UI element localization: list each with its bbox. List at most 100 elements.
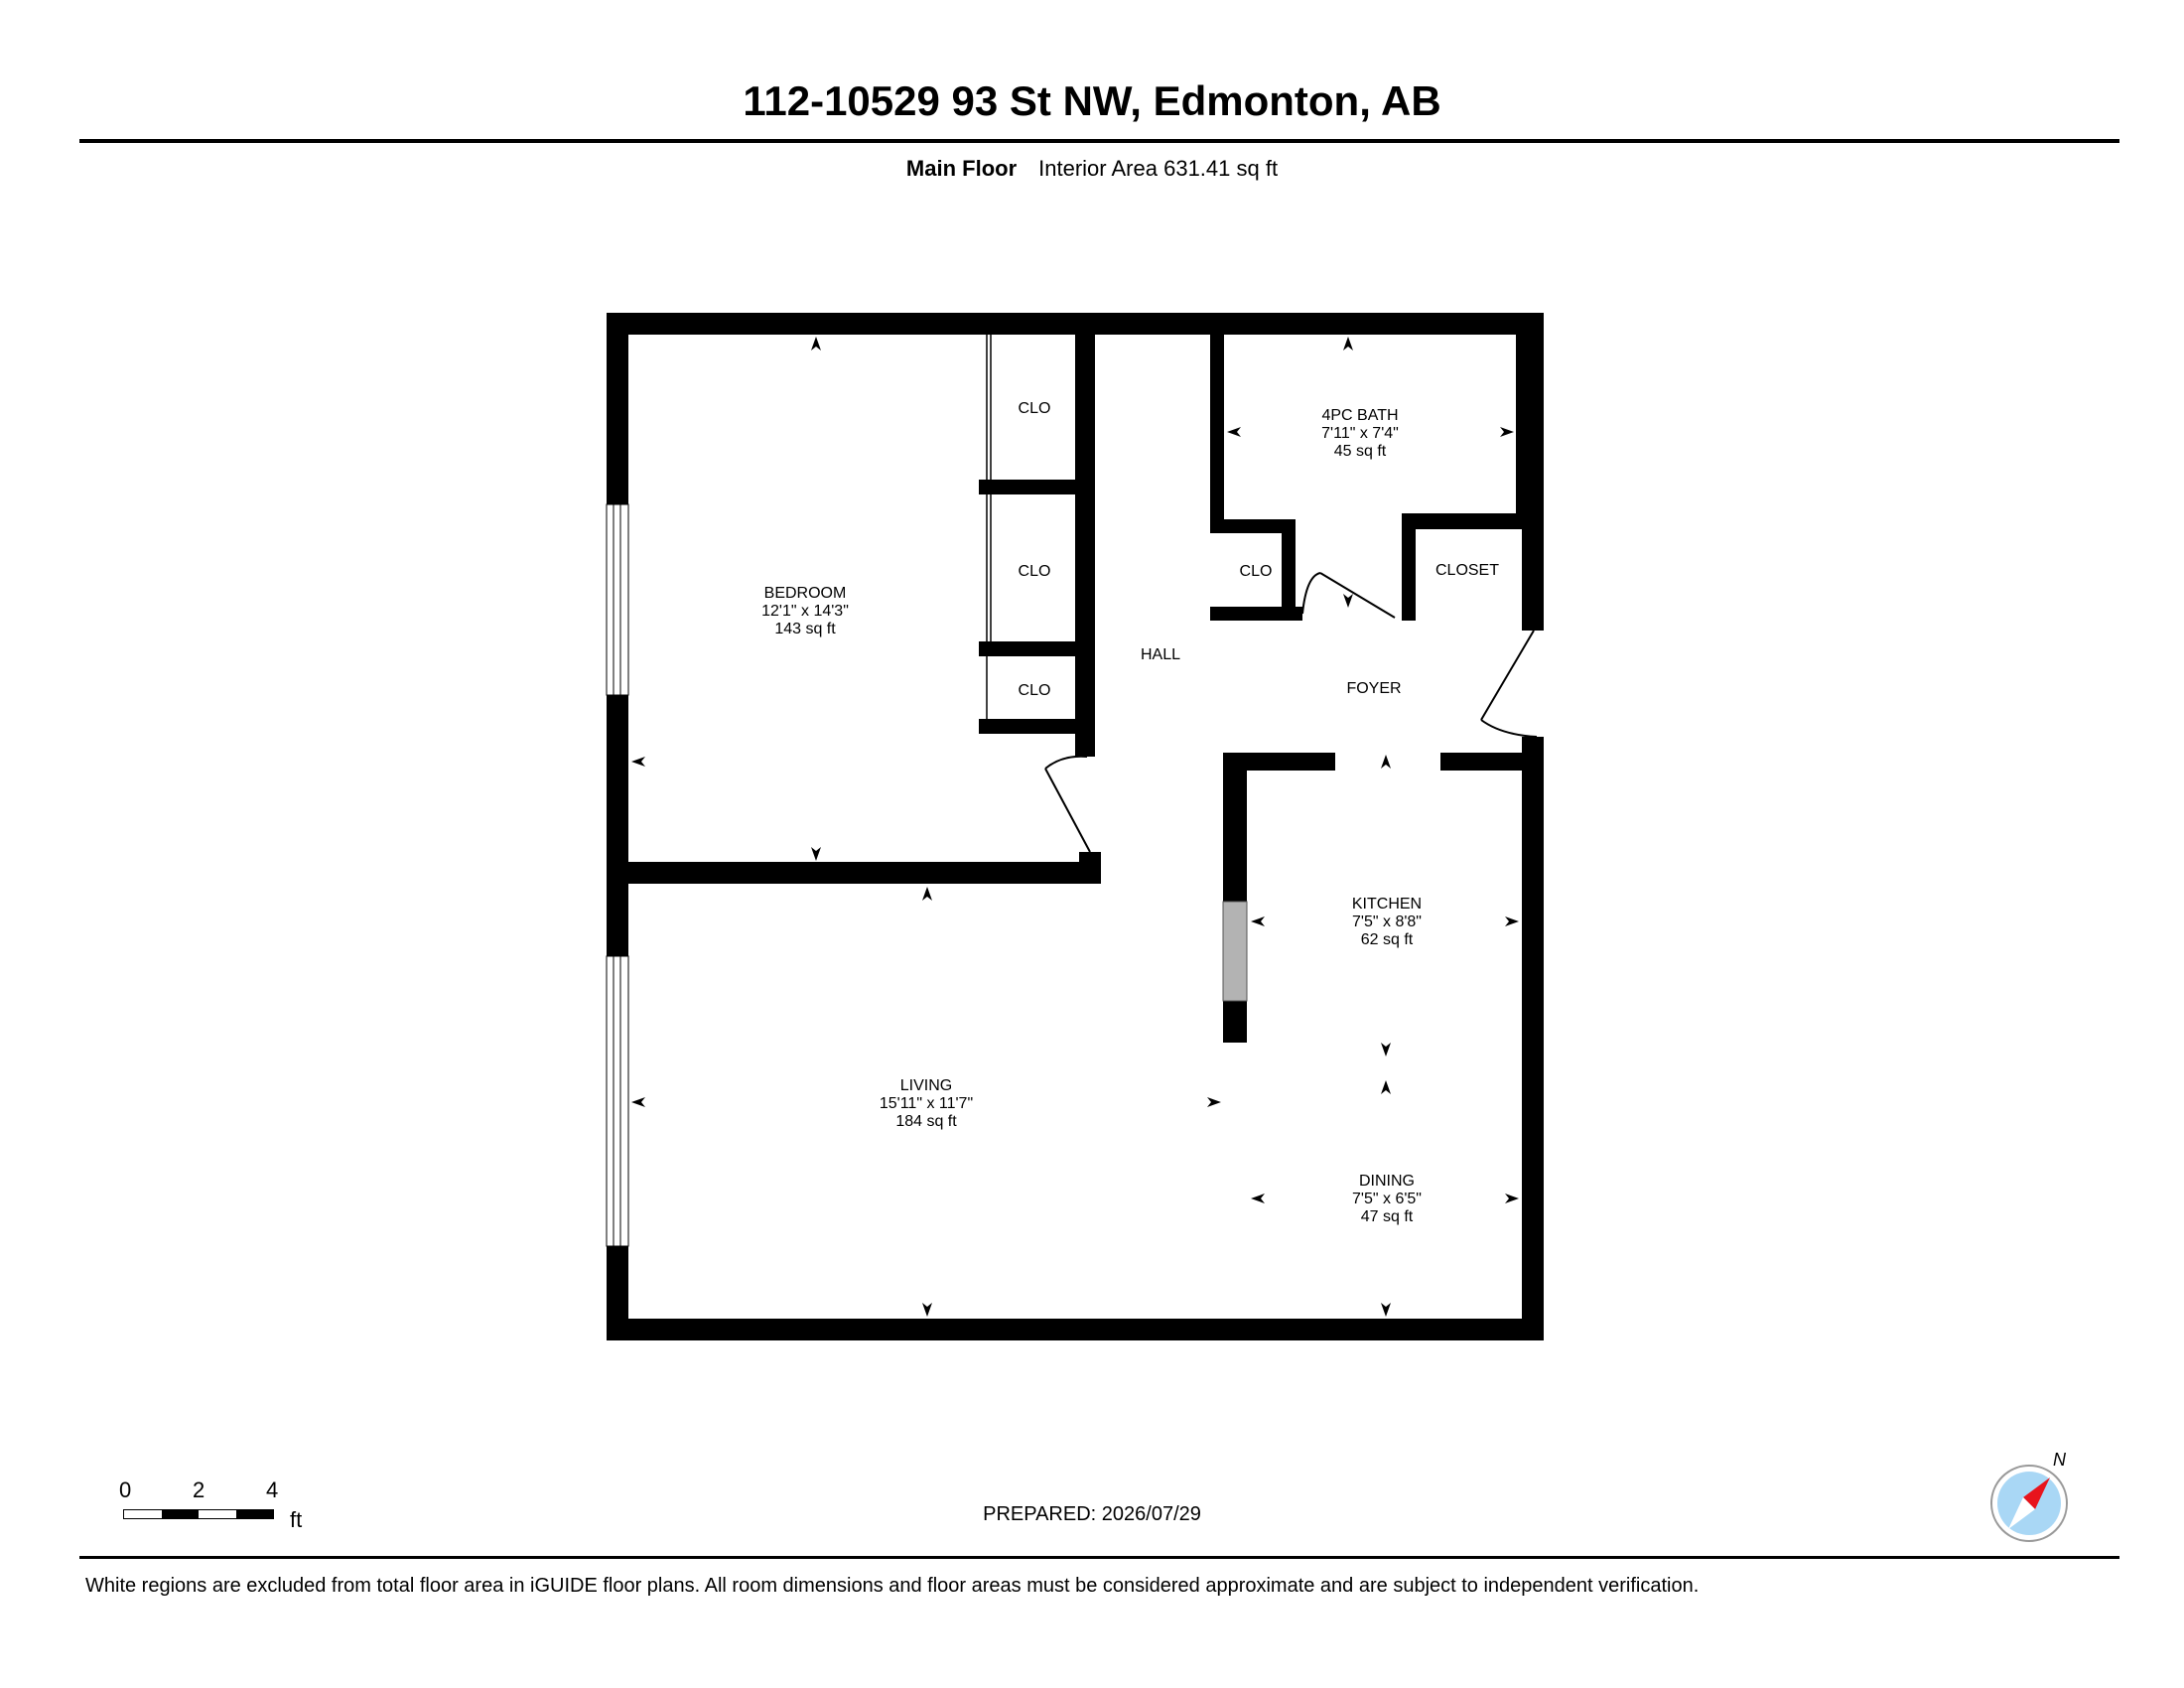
- arrow: [1381, 1303, 1391, 1317]
- door-bath-swing: [1301, 572, 1321, 615]
- room-kitchen-name: KITCHEN: [1352, 896, 1422, 913]
- header-rule: [79, 139, 2119, 143]
- window-bedroom: [606, 503, 629, 696]
- room-closet-name: CLOSET: [1435, 562, 1499, 579]
- scale-tick-2: 2: [193, 1477, 205, 1502]
- windows: [606, 503, 629, 1247]
- door-entry-swing: [1480, 719, 1538, 738]
- scale-tick-0: 0: [119, 1477, 132, 1502]
- room-living-name: LIVING: [900, 1077, 952, 1094]
- floor-summary: Main Floor Interior Area 631.41 sq ft: [0, 156, 2184, 182]
- closet-shelf-3: [979, 719, 1076, 734]
- room-foyer-name: FOYER: [1346, 680, 1401, 697]
- wall-bedroom-living: [628, 862, 1101, 884]
- arrow: [1207, 1097, 1221, 1107]
- room-bath-area: 45 sq ft: [1334, 443, 1387, 460]
- walls: [607, 313, 1544, 1340]
- room-clo-1: CLO: [1019, 400, 1051, 417]
- wall-bath-left: [1210, 335, 1224, 533]
- page-title: 112-10529 93 St NW, Edmonton, AB: [743, 77, 1441, 124]
- arrow: [1381, 755, 1391, 769]
- room-living-area: 184 sq ft: [895, 1113, 957, 1130]
- door-bedroom-swing: [1044, 755, 1088, 770]
- prepared-date: PREPARED: 2026/07/29: [983, 1503, 1201, 1525]
- room-dining-area: 47 sq ft: [1361, 1208, 1414, 1225]
- wall-kitchen-top-right: [1440, 753, 1533, 771]
- room-bedroom-dims: 12'1" x 14'3": [761, 603, 849, 620]
- wall-bedroom-hall: [1075, 335, 1095, 757]
- arrow: [811, 337, 821, 351]
- scale-tick-4: 4: [266, 1477, 279, 1502]
- wall-bath-clo-top: [1210, 519, 1296, 533]
- room-bath-name: 4PC BATH: [1321, 407, 1398, 424]
- arrow: [1505, 1194, 1519, 1203]
- arrow: [1343, 337, 1353, 351]
- scale-bar: [123, 1509, 274, 1519]
- wall-clo-right: [1282, 519, 1296, 621]
- arrow: [1381, 1043, 1391, 1056]
- dimension-arrows: [631, 337, 1519, 1317]
- sliding-closet-doors: [986, 335, 992, 719]
- scale-unit: ft: [290, 1507, 303, 1532]
- scale-segment-3: [199, 1510, 236, 1518]
- room-clo-2: CLO: [1019, 563, 1051, 580]
- scale-bar-legend: 0 2 4 ft: [119, 1477, 318, 1537]
- interior-area: Interior Area 631.41 sq ft: [1038, 156, 1279, 181]
- compass-north-label: N: [2053, 1450, 2067, 1470]
- door-bedroom: [1044, 768, 1091, 853]
- wall-kitchen-top-left: [1223, 753, 1335, 771]
- room-labels: BEDROOM 12'1" x 14'3" 143 sq ft CLO CLO …: [761, 400, 1499, 1225]
- wall-left-lower: [607, 1246, 628, 1340]
- compass-icon: N: [1990, 1450, 2068, 1542]
- scale-segment-2: [161, 1510, 199, 1518]
- room-clo-4: CLO: [1240, 563, 1273, 580]
- arrow: [1251, 1194, 1265, 1203]
- wall-left-middle: [607, 695, 628, 956]
- arrow: [1505, 916, 1519, 926]
- closet-shelf-2: [979, 641, 1076, 656]
- room-living-dims: 15'11" x 11'7": [880, 1095, 973, 1112]
- window-living: [606, 955, 629, 1247]
- wall-bath-bottom: [1402, 513, 1544, 529]
- scale-segment-4: [235, 1510, 273, 1518]
- wall-bottom: [607, 1319, 1544, 1340]
- wall-right-lower: [1522, 737, 1544, 1340]
- arrow: [1343, 594, 1353, 608]
- room-kitchen-dims: 7'5" x 8'8": [1352, 914, 1422, 930]
- room-clo-3: CLO: [1019, 682, 1051, 699]
- arrow: [1381, 1080, 1391, 1094]
- room-dining-dims: 7'5" x 6'5": [1352, 1191, 1422, 1207]
- arrow: [631, 1097, 645, 1107]
- wall-bedroom-door-stub: [1079, 852, 1101, 884]
- disclaimer-text: White regions are excluded from total fl…: [85, 1575, 1700, 1597]
- floor-name: Main Floor: [905, 156, 1018, 181]
- room-kitchen-area: 62 sq ft: [1361, 931, 1414, 948]
- doors: [1044, 572, 1538, 853]
- wall-top: [607, 313, 1544, 335]
- arrow: [922, 1303, 932, 1317]
- kitchen-counter: [1222, 901, 1248, 1002]
- door-entry: [1480, 630, 1535, 721]
- compass-needle-south: [2008, 1497, 2035, 1529]
- arrow: [631, 757, 645, 767]
- arrow: [1500, 427, 1514, 437]
- room-bedroom-area: 143 sq ft: [774, 621, 836, 637]
- arrow: [1227, 427, 1241, 437]
- arrow: [922, 887, 932, 901]
- wall-bath-right: [1516, 335, 1530, 523]
- closet-shelf-1: [979, 480, 1076, 494]
- room-dining-name: DINING: [1359, 1173, 1415, 1190]
- arrow: [811, 847, 821, 861]
- wall-closet-left: [1402, 513, 1416, 621]
- scale-segment-1: [124, 1510, 162, 1518]
- room-hall-name: HALL: [1141, 646, 1180, 663]
- compass-needle-north: [2023, 1477, 2050, 1509]
- room-bedroom-name: BEDROOM: [764, 585, 847, 602]
- room-bath-dims: 7'11" x 7'4": [1321, 425, 1399, 442]
- footer-rule: [79, 1556, 2119, 1559]
- arrow: [1251, 916, 1265, 926]
- door-bath: [1319, 572, 1396, 619]
- wall-left-upper: [607, 313, 628, 504]
- wall-clo-bottom: [1210, 607, 1302, 621]
